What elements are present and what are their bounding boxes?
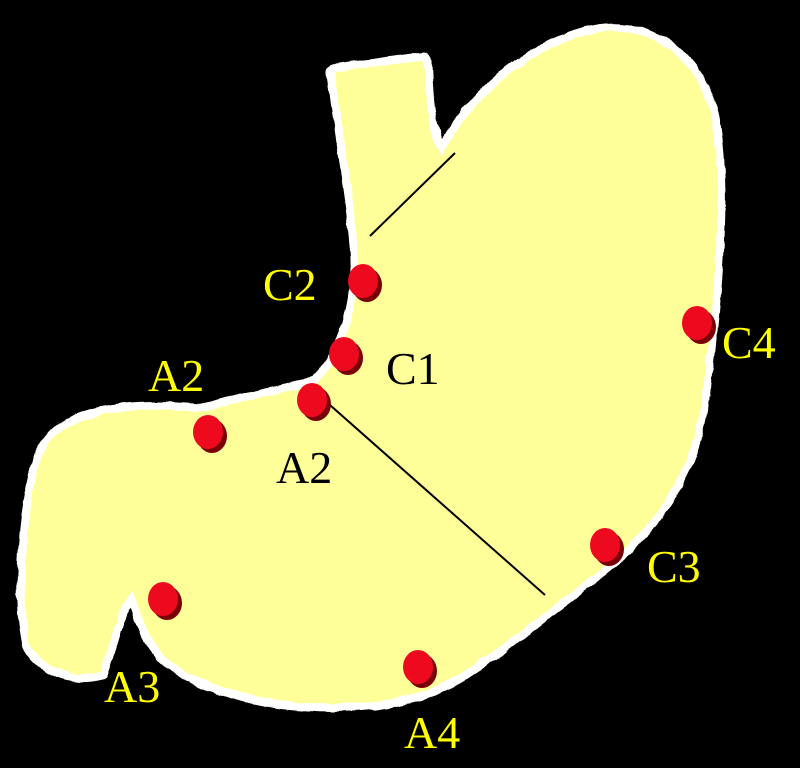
marker-a3-dot <box>148 582 178 616</box>
label-c4: C4 <box>722 317 776 368</box>
marker-c3 <box>590 528 624 566</box>
marker-c2-dot <box>348 264 378 298</box>
marker-c1 <box>329 337 363 375</box>
marker-a2-outer-dot <box>193 415 223 449</box>
label-c1: C1 <box>386 343 440 394</box>
marker-c4 <box>682 306 716 344</box>
marker-c4-dot <box>682 306 712 340</box>
marker-a4 <box>403 650 437 688</box>
marker-a3 <box>148 582 182 620</box>
marker-a4-dot <box>403 650 433 684</box>
marker-c3-dot <box>590 528 620 562</box>
marker-a2-outer <box>193 415 227 453</box>
antrum-division-line <box>321 397 546 596</box>
label-a3: A3 <box>104 661 160 712</box>
marker-a2-inner <box>297 383 331 421</box>
cardia-division-line <box>369 152 456 237</box>
label-a4: A4 <box>404 707 460 758</box>
label-c3: C3 <box>647 541 701 592</box>
marker-c2 <box>348 264 382 302</box>
label-c2: C2 <box>263 259 317 310</box>
label-a2-inner: A2 <box>276 442 332 493</box>
label-a2-outer: A2 <box>148 350 204 401</box>
marker-c1-dot <box>329 337 359 371</box>
stomach-body <box>24 31 718 704</box>
marker-a2-inner-dot <box>297 383 327 417</box>
